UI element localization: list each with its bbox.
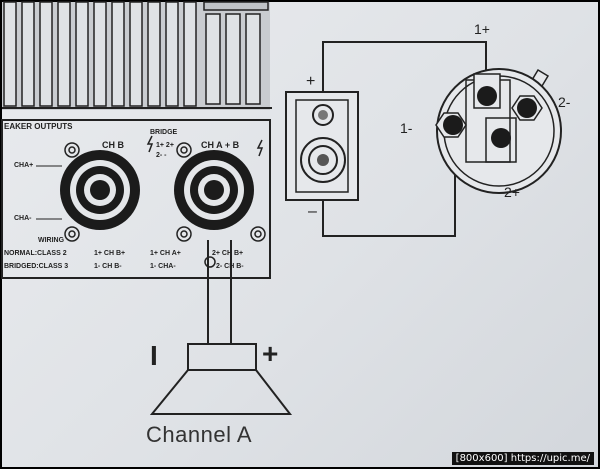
speaker-cable xyxy=(207,240,232,344)
speaker-symbol xyxy=(149,343,293,415)
cabinet-plus-label: + xyxy=(306,73,316,90)
pin-2-minus-label: 2- xyxy=(558,94,571,110)
speaker-plus-label: + xyxy=(262,338,279,369)
pin-2-plus-label: 2+ xyxy=(504,184,520,200)
cha-minus-label: CHA- xyxy=(14,215,32,222)
ch-b-label: CH B xyxy=(102,140,124,150)
speaker-minus-label: I xyxy=(150,340,158,371)
normal-chb-label: 1+ CH B+ xyxy=(94,250,126,257)
wiring-label: WIRING xyxy=(38,237,65,244)
normal-cha-label: 1+ CH A+ xyxy=(150,250,181,257)
panel-title: EAKER OUTPUTS xyxy=(4,122,73,131)
bridged-right-label: 2- CH B- xyxy=(216,263,244,270)
normal-class-label: NORMAL:CLASS 2 xyxy=(4,250,67,257)
speaker-output-panel xyxy=(1,119,271,279)
ch-ab-connector xyxy=(174,150,254,230)
channel-a-caption: Channel A xyxy=(146,422,253,447)
bridge-minus-label: 2- - xyxy=(156,152,167,159)
normal-right-label: 2+ CH B+ xyxy=(212,250,244,257)
bridge-label: BRIDGE xyxy=(150,129,178,136)
bridge-plus-label: 1+ 2+ xyxy=(156,142,174,149)
bridged-class-label: BRIDGED:CLASS 3 xyxy=(4,263,69,270)
speakon-connector-face xyxy=(435,68,562,194)
cabinet-minus-label: – xyxy=(308,203,317,220)
bridged-chb-label: 1- CH B- xyxy=(94,263,122,270)
bridged-cha-label: 1- CHA- xyxy=(150,263,176,270)
connector-wires xyxy=(322,41,487,237)
pin-1-minus-label: 1- xyxy=(400,120,413,136)
ch-ab-label: CH A + B xyxy=(201,140,240,150)
pin-1-plus-label: 1+ xyxy=(474,21,490,37)
speaker-cabinet xyxy=(285,91,359,201)
amplifier-vents xyxy=(2,1,272,110)
watermark-badge: [800x600] https://upic.me/ xyxy=(451,452,594,465)
cha-plus-label: CHA+ xyxy=(14,162,34,169)
ch-b-connector xyxy=(60,150,140,230)
